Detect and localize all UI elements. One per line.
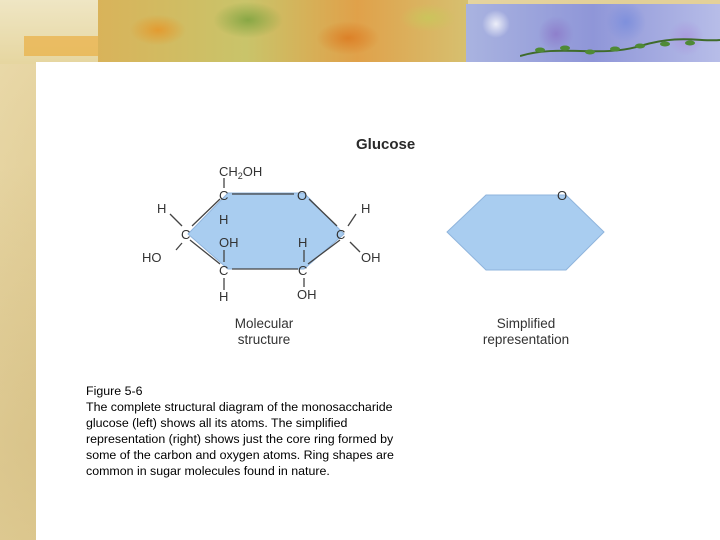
slide-content-panel (36, 62, 720, 540)
atom-c-bottom-right: C (298, 263, 307, 278)
atom-c-bottom-left: C (219, 263, 228, 278)
atom-oh-bottom: OH (297, 287, 317, 302)
caption-line: some of the carbon and oxygen atoms. Rin… (86, 448, 394, 462)
banner-orange-strip (24, 36, 100, 56)
molecular-label-line1: Molecular (235, 316, 294, 331)
caption-line: Figure 5-6 (86, 384, 143, 398)
atom-c-top: C (219, 188, 228, 203)
atom-oh-c3: OH (219, 235, 239, 250)
atom-oh-right: OH (361, 250, 381, 265)
molecular-label-line2: structure (238, 332, 291, 347)
molecular-bonds (169, 178, 361, 290)
caption-line: common in sugar molecules found in natur… (86, 464, 330, 478)
decorative-banner (0, 0, 720, 64)
atom-ho-left: HO (142, 250, 162, 265)
figure-caption: Figure 5-6 The complete structural diagr… (86, 383, 486, 479)
atom-h-c2: H (298, 235, 307, 250)
simplified-o-atom: O (557, 188, 567, 203)
atom-h-upper-left: H (157, 201, 166, 216)
atom-h-right-top: H (361, 201, 370, 216)
atom-c-right: C (336, 227, 345, 242)
caption-line: representation (right) shows just the co… (86, 432, 394, 446)
atom-ch2oh: CH2OH (219, 164, 262, 181)
simplified-ring (446, 194, 605, 271)
autumn-leaves-image (98, 0, 468, 62)
atom-h-bottom-left: H (219, 289, 228, 304)
caption-line: The complete structural diagram of the m… (86, 400, 393, 414)
atom-h-under-top: H (219, 212, 228, 227)
vine-decoration (520, 38, 720, 57)
figure-title: Glucose (356, 136, 415, 153)
simplified-label-line2: representation (483, 332, 569, 347)
simplified-label-line1: Simplified (497, 316, 556, 331)
atom-o-ring: O (297, 188, 307, 203)
caption-line: glucose (left) shows all its atoms. The … (86, 416, 348, 430)
molecular-ring (187, 192, 345, 270)
atom-c-left: C (181, 227, 190, 242)
molecular-atoms: CH2OH C O H H H C C OH H HO OH C C H OH (142, 164, 381, 304)
